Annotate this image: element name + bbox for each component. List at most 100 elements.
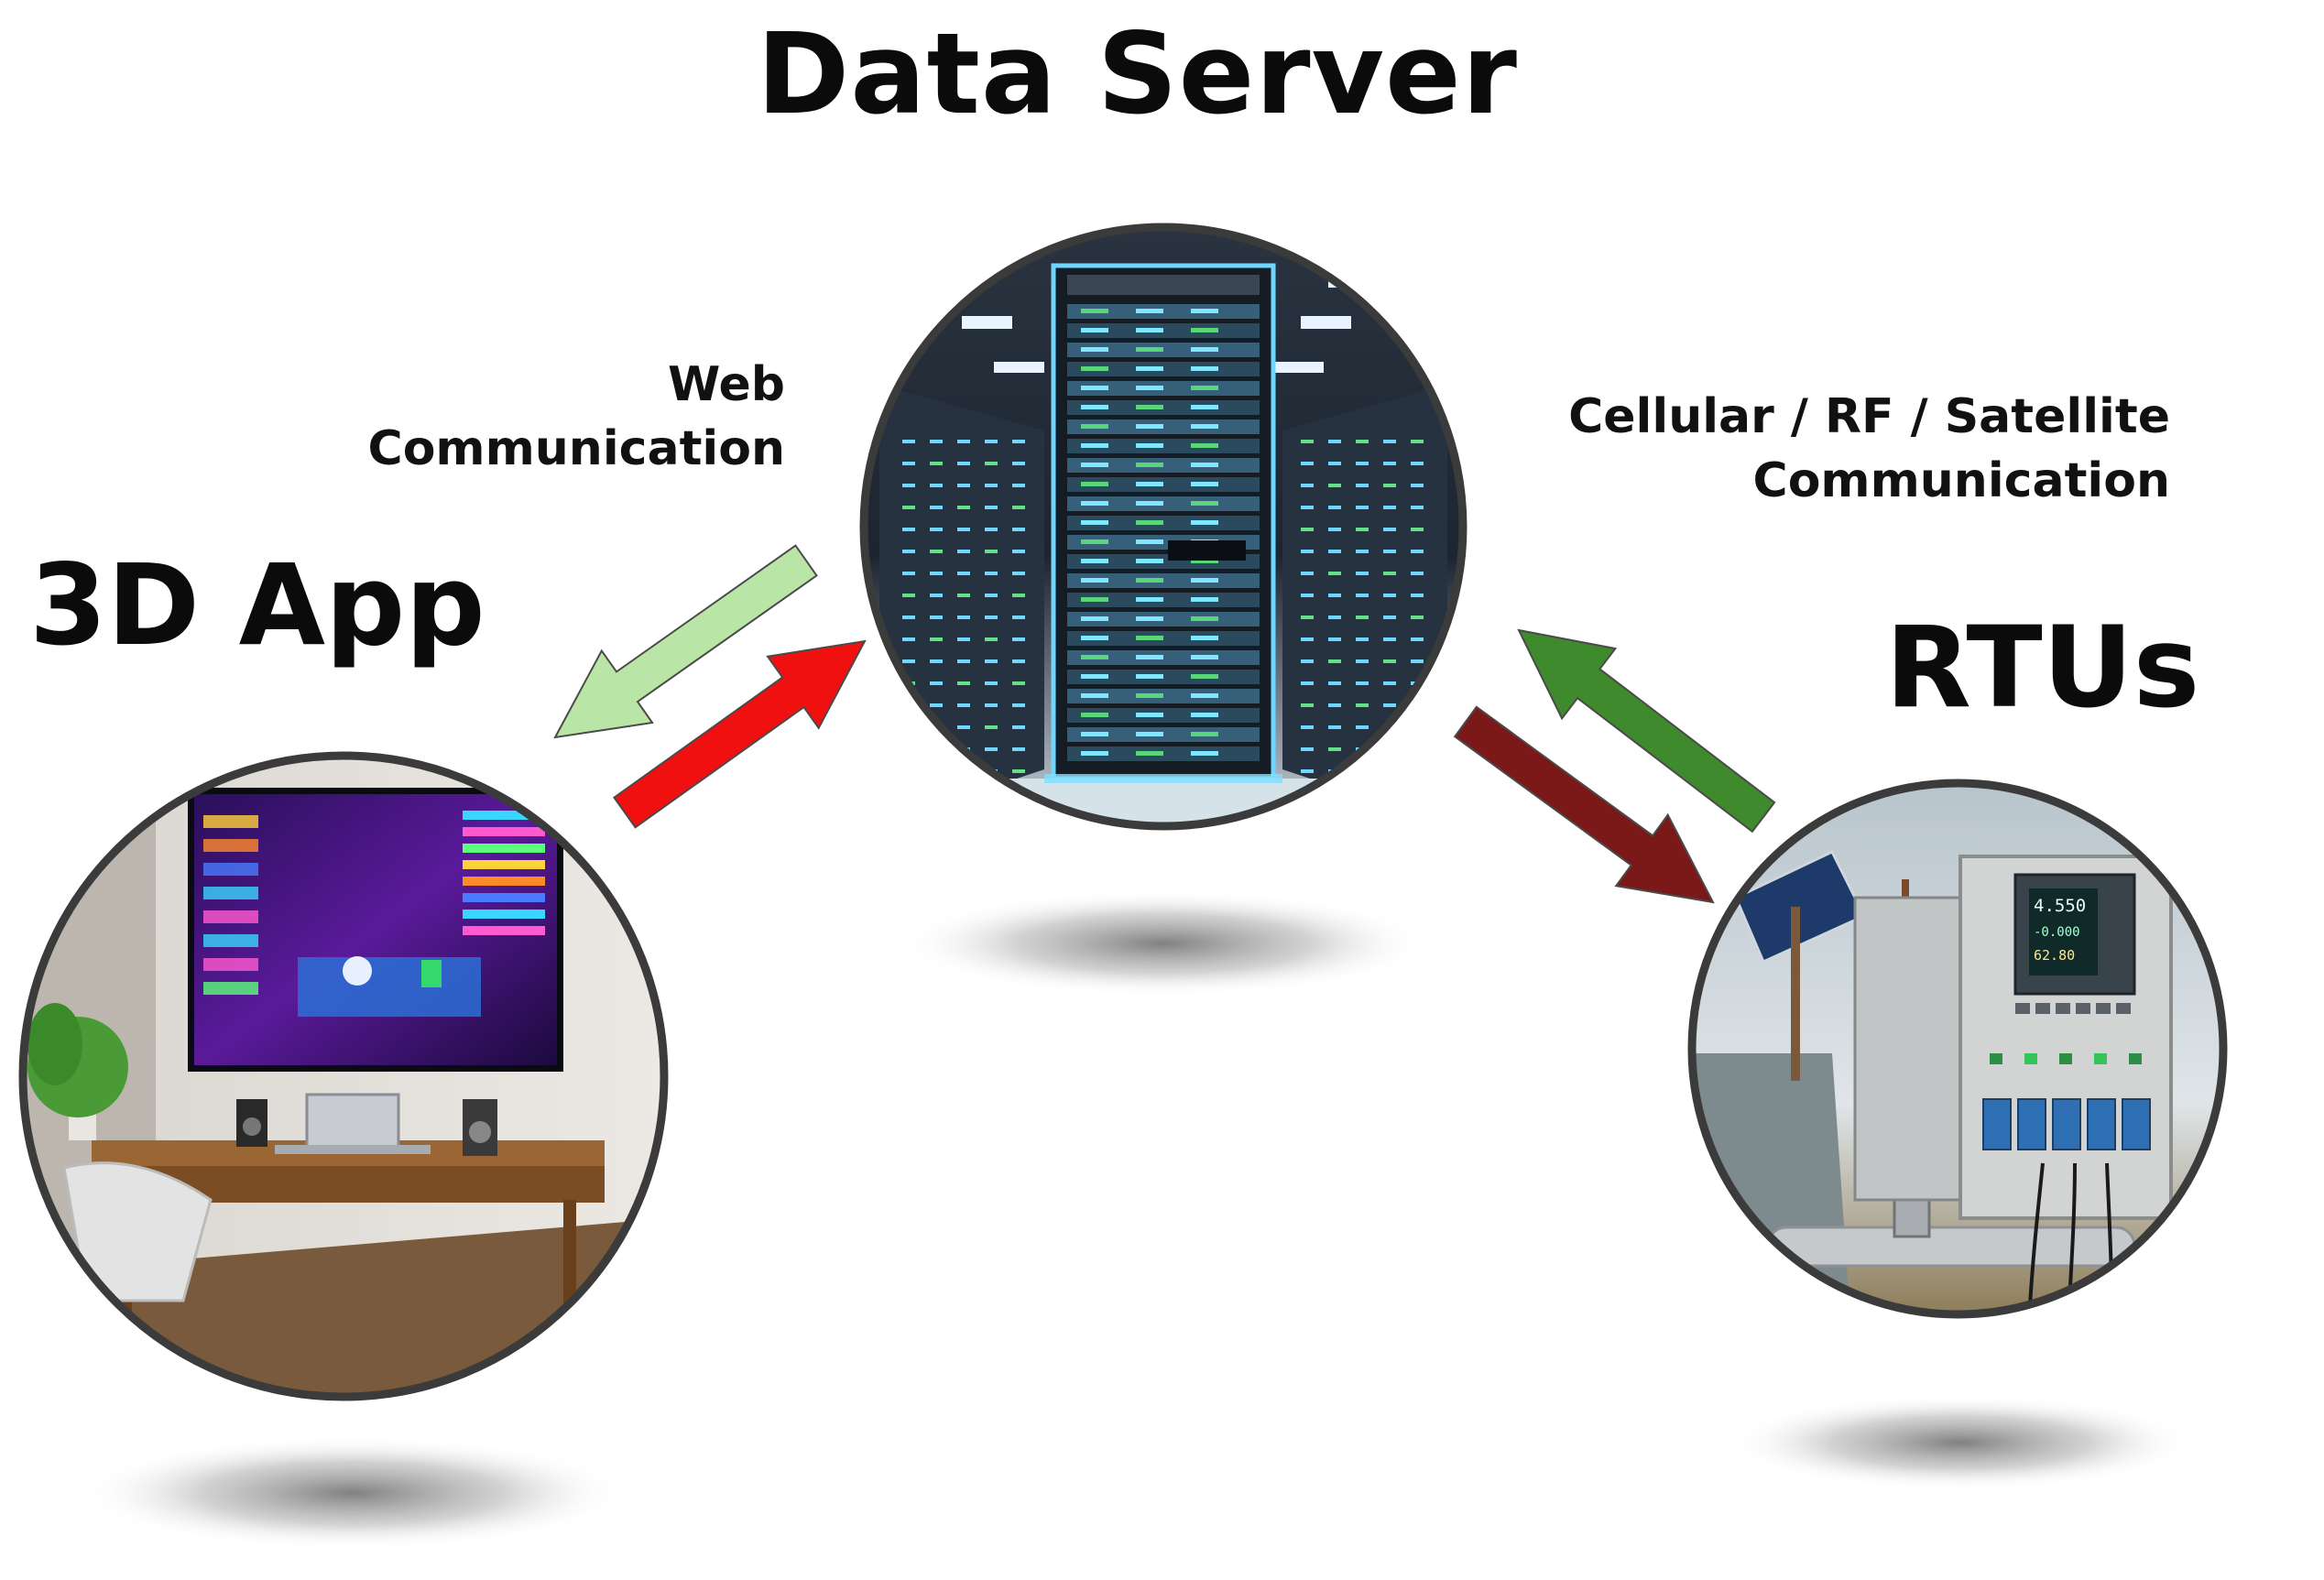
dashboard-panel-row (203, 815, 258, 828)
side-rack-led (1012, 572, 1025, 575)
side-rack-led (1301, 462, 1314, 465)
dashboard-panel-row (203, 934, 258, 947)
rtu-display-readout: 4.550 -0.000 62.80 (2034, 896, 2086, 964)
side-rack-led (930, 528, 943, 531)
rack-led (1136, 309, 1163, 313)
rack-led (1081, 713, 1108, 717)
rack-led (1191, 386, 1218, 390)
side-rack-led (957, 462, 970, 465)
side-rack-led (985, 440, 998, 443)
rack-led (1136, 578, 1163, 583)
side-rack-led (1411, 484, 1424, 487)
side-rack-led (930, 484, 943, 487)
side-rack-led (1356, 528, 1369, 531)
rack-led (1136, 616, 1163, 621)
rack-led (1191, 693, 1218, 698)
rack-led (1081, 636, 1108, 640)
rtu-reading-1: 4.550 (2034, 896, 2086, 916)
center-rack-units (1067, 304, 1260, 761)
dashboard-panel-row (203, 958, 258, 971)
side-rack-led (902, 747, 915, 751)
side-rack-led (1411, 703, 1424, 707)
side-rack-led (1012, 659, 1025, 663)
rack-led (1191, 732, 1218, 736)
side-rack-led (930, 747, 943, 751)
rack-led (1081, 597, 1108, 602)
side-rack-led (1383, 681, 1396, 685)
side-rack-led (902, 572, 915, 575)
side-rack-led (985, 681, 998, 685)
rack-led (1081, 578, 1108, 583)
side-rack-led (1411, 747, 1424, 751)
rack-led (1136, 424, 1163, 429)
side-rack-led (1301, 484, 1314, 487)
side-rack-led (1383, 550, 1396, 553)
dashboard-bar (463, 893, 545, 902)
side-rack-led (902, 769, 915, 773)
rack-led (1191, 443, 1218, 448)
rack-led (1191, 578, 1218, 583)
dashboard-bar (463, 910, 545, 919)
rack-led (1191, 520, 1218, 525)
side-rack-led (957, 506, 970, 509)
side-rack-led (957, 616, 970, 619)
side-rack-led (1012, 747, 1025, 751)
web-label-line-1: Web (668, 357, 785, 412)
rack-led (1136, 405, 1163, 409)
side-rack-led (1301, 725, 1314, 729)
rack-led (1191, 328, 1218, 332)
rack-led (1191, 713, 1218, 717)
side-rack-led (902, 616, 915, 619)
rtu-key (2035, 1003, 2050, 1014)
side-rack-led (1328, 528, 1341, 531)
side-rack-led (1301, 659, 1314, 663)
web-label-line-2: Communication (367, 421, 785, 476)
rack-led (1136, 328, 1163, 332)
side-rack-led (1356, 594, 1369, 597)
side-rack-led (957, 659, 970, 663)
side-rack-led (957, 681, 970, 685)
side-rack-led (1301, 637, 1314, 641)
side-rack-led (1301, 550, 1314, 553)
side-rack-led (985, 637, 998, 641)
rack-led (1081, 443, 1108, 448)
side-rack-led (1301, 681, 1314, 685)
rack-led (1191, 424, 1218, 429)
side-rack-led (1328, 725, 1341, 729)
side-rack-led (1383, 616, 1396, 619)
dashboard-bar (463, 926, 545, 935)
side-rack-led (1012, 506, 1025, 509)
side-rack-led (930, 616, 943, 619)
side-rack-led (957, 440, 970, 443)
side-rack-led (930, 572, 943, 575)
side-rack-led (1012, 462, 1025, 465)
arrow-rtu-to-server (1517, 628, 1776, 834)
rack-led (1191, 482, 1218, 486)
rtu-io-module (2087, 1098, 2116, 1150)
side-rack-led (1012, 769, 1025, 773)
rack-led (1191, 751, 1218, 756)
side-rack-led (957, 769, 970, 773)
side-rack-led (1328, 594, 1341, 597)
rack-led (1136, 751, 1163, 756)
rack-led (1136, 655, 1163, 659)
side-rack-led (1012, 528, 1025, 531)
side-rack-led (1411, 550, 1424, 553)
rtu-io-module (2017, 1098, 2046, 1150)
side-rack-led (902, 506, 915, 509)
rtu-status-led (2024, 1053, 2037, 1064)
side-rack-led (1012, 637, 1025, 641)
side-rack-led (1012, 484, 1025, 487)
rack-led (1191, 674, 1218, 679)
rack-led (1136, 463, 1163, 467)
side-rack-led (1012, 550, 1025, 553)
rack-led (1191, 616, 1218, 621)
dashboard-panel-row (203, 982, 258, 995)
rtu-key (2076, 1003, 2090, 1014)
side-rack-led (902, 550, 915, 553)
rtu-status-led (1990, 1053, 2002, 1064)
rack-led (1081, 539, 1108, 544)
side-rack-led (930, 659, 943, 663)
side-rack-led (1328, 506, 1341, 509)
